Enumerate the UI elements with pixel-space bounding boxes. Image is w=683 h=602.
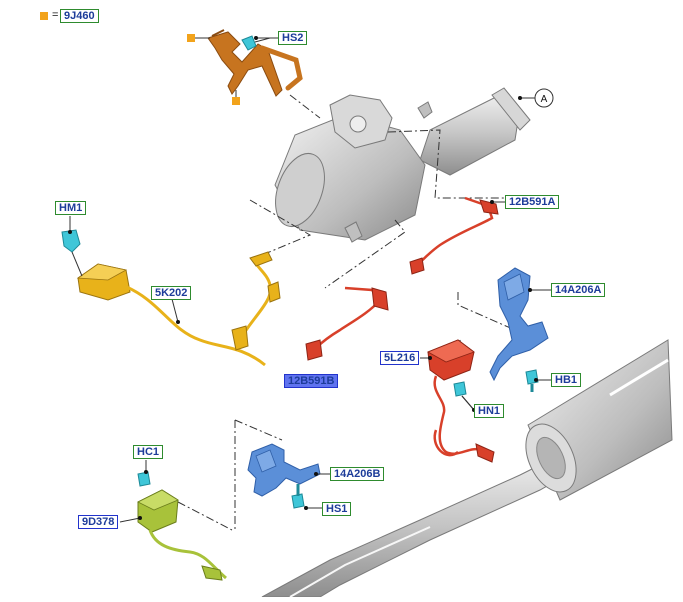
callout-12b591a: 12B591A [505, 195, 560, 209]
leader-lines [177, 94, 516, 531]
harness-12b591a [409, 196, 499, 275]
callout-9d378: 9D378 [78, 515, 119, 529]
sensor-module-5k202 [76, 251, 281, 367]
callout-leaders [69, 37, 551, 523]
callout-hb1: HB1 [551, 373, 582, 387]
sensor-module-5l216 [427, 339, 495, 463]
harness-12b591b [305, 286, 389, 361]
bracket-14a206b [247, 443, 321, 497]
stud-marker-2 [232, 97, 240, 105]
bracket-14a206a [489, 267, 549, 382]
view-a-circle [534, 88, 554, 108]
stud-marker-1 [187, 34, 195, 42]
clip-hm1 [61, 218, 83, 277]
clip-hc1 [137, 460, 151, 487]
rear-exhaust-pipe [261, 339, 673, 598]
callout-hc1: HC1 [133, 445, 164, 459]
legend-equals: = [52, 9, 59, 21]
callout-5l216: 5L216 [380, 351, 420, 365]
callout-12b591b: 12B591B [284, 374, 339, 388]
callout-hs1: HS1 [322, 502, 352, 516]
bolt-hs1 [291, 484, 305, 509]
sensor-module-9d378 [137, 489, 227, 581]
legend-symbol [40, 12, 48, 20]
callout-hs2: HS2 [278, 31, 308, 45]
callout-14a206b: 14A206B [330, 467, 385, 481]
callout-hm1: HM1 [55, 201, 87, 215]
callout-hn1: HN1 [474, 404, 505, 418]
callout-14a206a: 14A206A [551, 283, 606, 297]
callout-5k202: 5K202 [151, 286, 192, 300]
view-a-label: A [541, 94, 548, 105]
heat-shield-bracket-orange [207, 29, 303, 97]
front-exhaust-assembly [274, 87, 531, 243]
screw-hs2 [241, 35, 271, 51]
front-pipe-flange [491, 87, 531, 131]
legend-code-label: 9J460 [60, 9, 99, 23]
